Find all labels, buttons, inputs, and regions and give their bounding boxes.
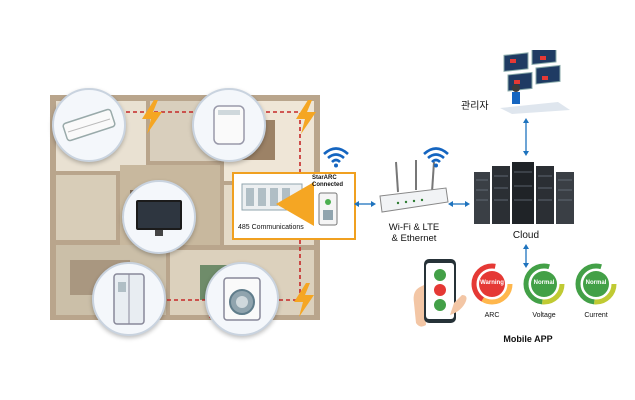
air-conditioner-icon xyxy=(62,108,116,142)
gauge-label: Voltage xyxy=(532,312,556,319)
gauge-voltage: Normal Voltage xyxy=(522,262,566,322)
gauge-ring-icon xyxy=(523,263,565,305)
cloud-label: Cloud xyxy=(512,230,540,241)
refrigerator-appliance xyxy=(92,262,166,336)
admin-monitoring-icon xyxy=(500,50,570,114)
wifi-icon xyxy=(323,147,349,168)
admin-label: 관리자 xyxy=(461,101,489,112)
gauge-label: ARC xyxy=(484,312,500,319)
lightning-icon xyxy=(294,283,314,317)
router-label-line1: Wi-Fi & LTE xyxy=(388,222,440,233)
lightning-icon xyxy=(142,100,162,134)
washing-machine-icon xyxy=(223,277,261,321)
mobile-app-title: Mobile APP xyxy=(503,334,553,344)
bidirectional-arrow-icon xyxy=(523,118,529,156)
gauge-group: Warning ARC Normal Voltage Normal Curren… xyxy=(470,262,620,330)
refrigerator-icon xyxy=(113,273,145,325)
device-label: StarARC Connected xyxy=(312,175,343,189)
router-label: Wi-Fi & LTE & Ethernet xyxy=(372,222,456,244)
gauge-status: Normal xyxy=(585,280,607,286)
communication-label: 485 Communications xyxy=(238,224,304,231)
gauge-ring-icon xyxy=(471,263,513,305)
arrow-icon xyxy=(276,182,314,226)
gauge-arc: Warning ARC xyxy=(470,262,514,322)
smartphone-icon xyxy=(413,259,467,327)
gauge-ring-icon xyxy=(575,263,617,305)
gauge-status: Warning xyxy=(480,280,504,286)
tv-appliance xyxy=(122,180,196,254)
server-rack-icon xyxy=(474,162,574,224)
washing-machine-appliance xyxy=(205,262,279,336)
communication-module-box: StarARC Connected 485 Communications xyxy=(232,172,356,240)
gauge-label: Current xyxy=(584,312,608,319)
gauge-status: Normal xyxy=(533,280,555,286)
bidirectional-arrow-icon xyxy=(354,201,376,207)
bidirectional-arrow-icon xyxy=(523,244,529,268)
tv-icon xyxy=(136,200,182,236)
air-purifier-icon xyxy=(213,105,245,145)
bidirectional-arrow-icon xyxy=(448,201,470,207)
device-label-line2: Connected xyxy=(312,182,344,188)
router-label-line2: & Ethernet xyxy=(391,233,437,244)
air-purifier-appliance xyxy=(192,88,266,162)
gauge-current: Normal Current xyxy=(574,262,618,322)
router-icon xyxy=(379,160,449,213)
air-conditioner-appliance xyxy=(52,88,126,162)
wifi-icon xyxy=(423,147,449,168)
device-label-line1: StarARC xyxy=(312,175,337,181)
lightning-icon xyxy=(296,100,316,134)
arc-detector-device-icon xyxy=(318,192,338,226)
